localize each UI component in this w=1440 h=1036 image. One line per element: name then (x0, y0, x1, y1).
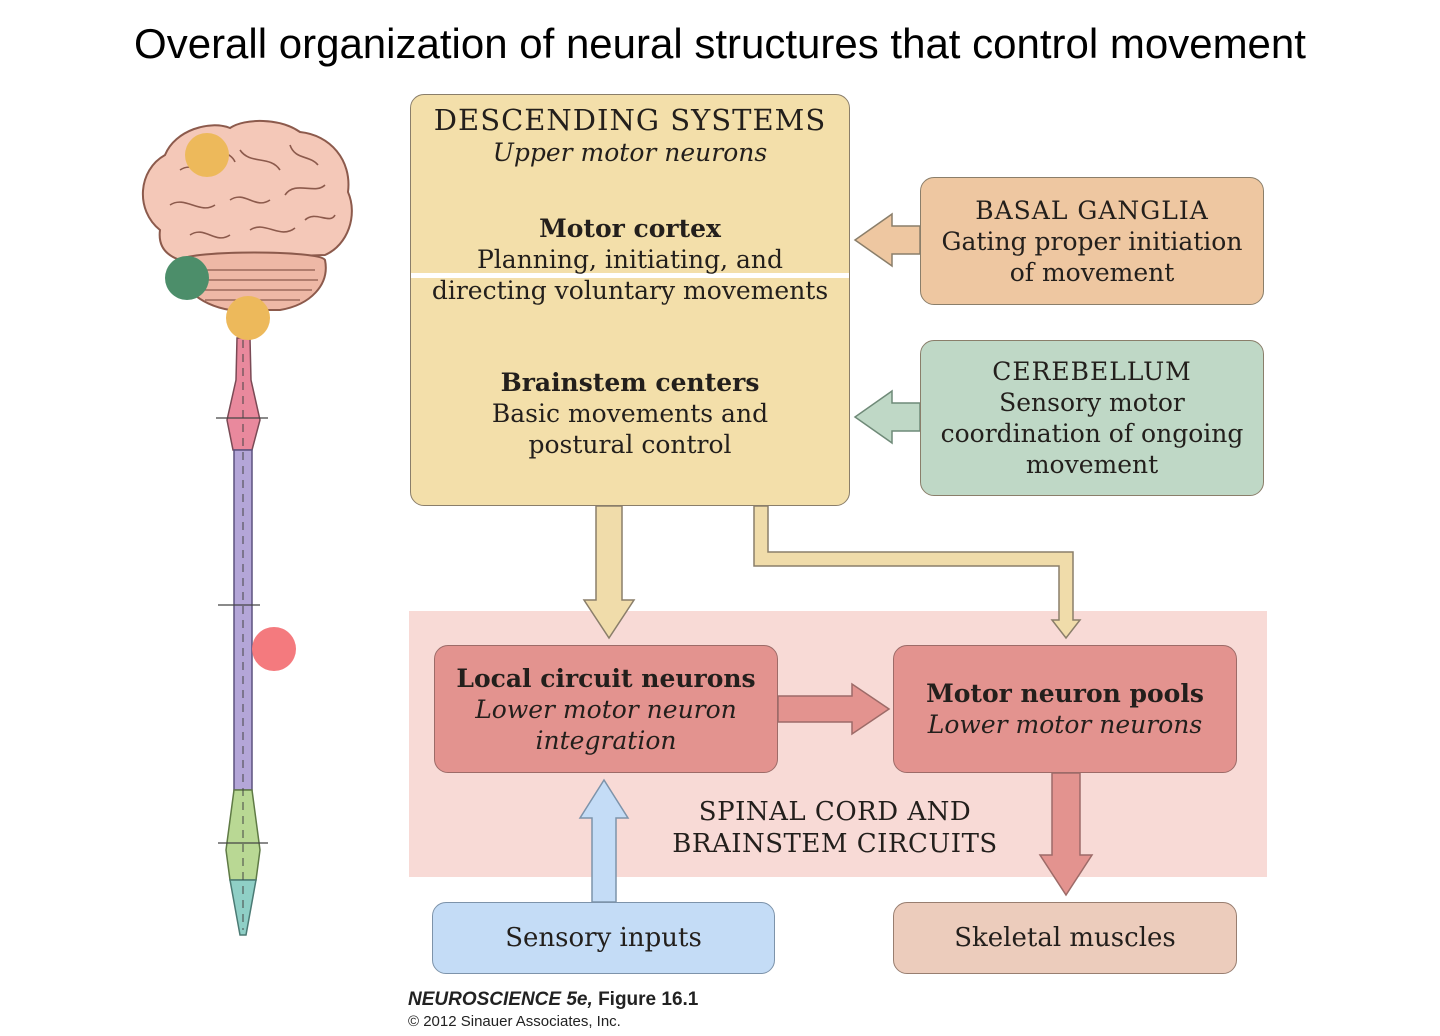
local-to-pools-arrow (777, 682, 891, 736)
brainstem-title: Brainstem centers (500, 368, 760, 397)
brainstem-line-1: Basic movements and (491, 399, 769, 428)
sensory-to-local-arrow (578, 778, 630, 903)
brainstem-marker (226, 296, 270, 340)
motor-pools-title: Motor neuron pools (926, 679, 1204, 708)
basal-ganglia-line-1: Gating proper initiation (941, 226, 1243, 256)
brainstem-section: Brainstem centers Basic movements and po… (411, 367, 849, 460)
motor-neuron-pools-box: Motor neuron pools Lower motor neurons (893, 645, 1237, 773)
local-circuit-title: Local circuit neurons (456, 663, 756, 693)
cerebellum-line-1: Sensory motor (999, 388, 1185, 417)
descending-systems-box: DESCENDING SYSTEMS Upper motor neurons M… (410, 94, 850, 506)
descending-to-pools-arrow (753, 505, 1082, 640)
basal-ganglia-title: BASAL GANGLIA (975, 195, 1209, 225)
pools-to-muscles-arrow (1038, 772, 1094, 897)
motor-cortex-line-1: Planning, initiating, and (476, 245, 783, 274)
cerebellum-marker (165, 256, 209, 300)
cerebellum-arrow (853, 389, 921, 445)
motor-cortex-section: Motor cortex Planning, initiating, and d… (411, 213, 849, 306)
spinal-label-line-1: SPINAL CORD AND (698, 797, 972, 827)
motor-cortex-title: Motor cortex (539, 214, 721, 243)
local-circuit-line-1: Lower motor neuron (475, 694, 737, 724)
spinal-region-label: SPINAL CORD AND BRAINSTEM CIRCUITS (640, 796, 1030, 860)
motor-pools-line-1: Lower motor neurons (927, 710, 1203, 739)
skeletal-muscles-box: Skeletal muscles (893, 902, 1237, 974)
descending-subheading: Upper motor neurons (492, 138, 768, 167)
local-circuit-neurons-box: Local circuit neurons Lower motor neuron… (434, 645, 778, 773)
cerebellum-title: CEREBELLUM (992, 357, 1192, 386)
descending-heading: DESCENDING SYSTEMS (433, 103, 827, 137)
cerebellum-line-3: movement (1025, 450, 1159, 479)
basal-ganglia-box: BASAL GANGLIA Gating proper initiation o… (920, 177, 1264, 305)
descending-to-local-arrow (582, 505, 636, 640)
spinal-cord-marker (252, 627, 296, 671)
figure-caption: NEUROSCIENCE 5e, Figure 16.1 © 2012 Sina… (408, 989, 698, 1030)
caption-copyright: © 2012 Sinauer Associates, Inc. (408, 1013, 621, 1030)
brain-spinal-cord-illustration (141, 119, 353, 936)
local-circuit-line-2: integration (535, 725, 677, 755)
brainstem-line-2: postural control (528, 430, 732, 459)
page-title: Overall organization of neural structure… (134, 20, 1306, 67)
basal-ganglia-arrow (853, 212, 921, 268)
motor-cortex-line-2: directing voluntary movements (431, 276, 829, 305)
caption-book: NEUROSCIENCE 5e, (408, 989, 593, 1010)
motor-cortex-marker (185, 133, 229, 177)
caption-figure: Figure 16.1 (598, 989, 699, 1010)
spinal-label-line-2: BRAINSTEM CIRCUITS (672, 829, 998, 859)
descending-divider (411, 273, 849, 278)
cerebellum-box: CEREBELLUM Sensory motor coordination of… (920, 340, 1264, 496)
sensory-inputs-label: Sensory inputs (505, 922, 702, 953)
basal-ganglia-line-2: of movement (1009, 257, 1175, 287)
cerebellum-line-2: coordination of ongoing (940, 419, 1244, 448)
skeletal-muscles-label: Skeletal muscles (954, 922, 1176, 953)
sensory-inputs-box: Sensory inputs (432, 902, 775, 974)
